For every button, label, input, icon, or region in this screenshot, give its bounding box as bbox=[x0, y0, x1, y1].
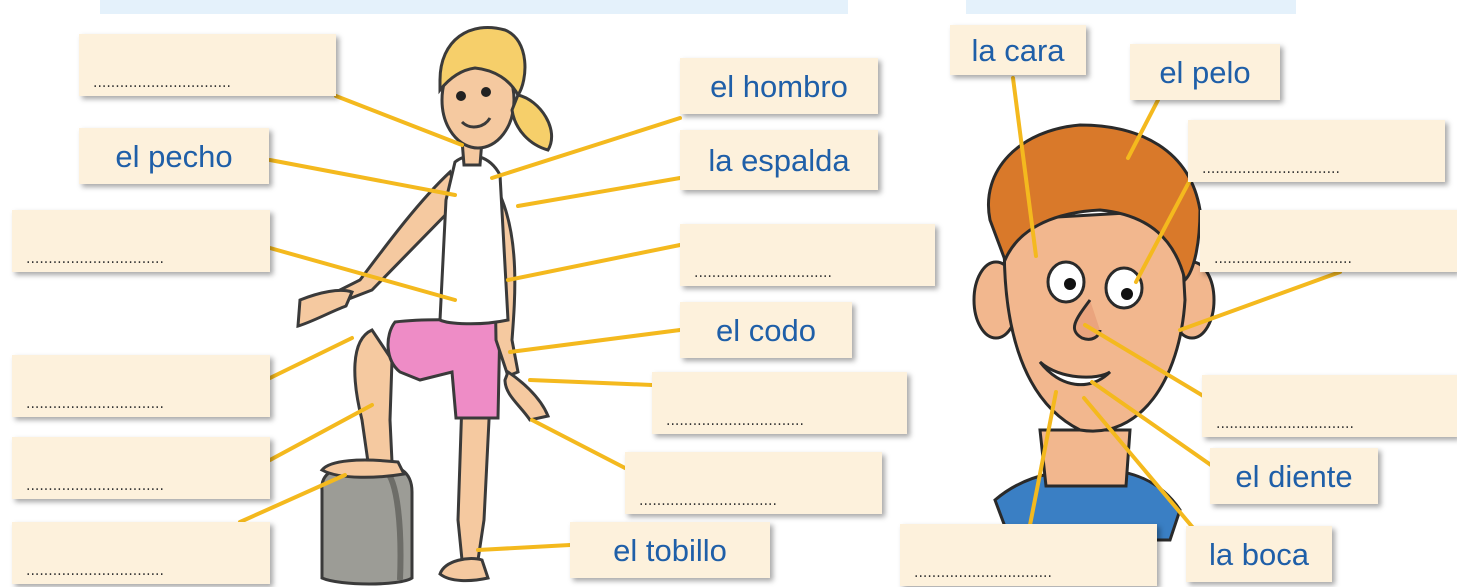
label-la-cara: la cara bbox=[950, 25, 1086, 75]
label-la-boca: la boca bbox=[1186, 526, 1332, 582]
label-text: el codo bbox=[716, 312, 816, 348]
blank-label-hand[interactable]: ............................... bbox=[625, 452, 882, 514]
blank-label-wrist[interactable]: ............................... bbox=[652, 372, 907, 434]
label-text: la espalda bbox=[708, 142, 850, 178]
label-el-tobillo: el tobillo bbox=[570, 522, 770, 578]
label-el-codo: el codo bbox=[680, 302, 852, 358]
label-el-diente: el diente bbox=[1210, 448, 1378, 504]
label-el-pecho: el pecho bbox=[79, 128, 269, 184]
dotted-line: ............................... bbox=[26, 252, 164, 266]
blank-label-ear[interactable]: ............................... bbox=[1200, 210, 1457, 272]
blank-label-back-arm[interactable]: ............................... bbox=[680, 224, 935, 286]
label-el-pelo: el pelo bbox=[1130, 44, 1280, 100]
top-banner-right bbox=[966, 0, 1296, 14]
leader-lines bbox=[238, 76, 1342, 552]
label-text: el diente bbox=[1235, 458, 1353, 494]
blank-label-foot[interactable]: ............................... bbox=[12, 522, 270, 584]
blank-label-knee[interactable]: ............................... bbox=[12, 355, 270, 417]
dotted-line: ............................... bbox=[694, 266, 832, 280]
label-text: la cara bbox=[971, 32, 1065, 68]
dotted-line: ............................... bbox=[93, 76, 231, 90]
dotted-line: ............................... bbox=[1202, 162, 1340, 176]
dotted-line: ............................... bbox=[666, 414, 804, 428]
blank-label-eye[interactable]: ............................... bbox=[1188, 120, 1445, 182]
label-la-espalda: la espalda bbox=[680, 130, 878, 190]
boy-face-illustration bbox=[972, 123, 1216, 542]
label-el-hombro: el hombro bbox=[680, 58, 878, 114]
dotted-line: ............................... bbox=[26, 397, 164, 411]
blank-label-arm[interactable]: ............................... bbox=[12, 210, 270, 272]
blank-label-chin[interactable]: ............................... bbox=[900, 524, 1157, 586]
dotted-line: ............................... bbox=[26, 564, 164, 578]
label-text: el pelo bbox=[1159, 54, 1251, 90]
blank-label-leg[interactable]: ............................... bbox=[12, 437, 270, 499]
blank-label-head[interactable]: ............................... bbox=[79, 34, 336, 96]
dotted-line: ............................... bbox=[1214, 252, 1352, 266]
label-text: el pecho bbox=[115, 138, 233, 174]
top-banner-left bbox=[100, 0, 848, 14]
label-text: el tobillo bbox=[613, 532, 727, 568]
dotted-line: ............................... bbox=[1216, 417, 1354, 431]
dotted-line: ............................... bbox=[914, 566, 1052, 580]
label-text: el hombro bbox=[710, 68, 848, 104]
dotted-line: ............................... bbox=[639, 494, 777, 508]
girl-illustration bbox=[296, 25, 554, 586]
label-text: la boca bbox=[1209, 536, 1309, 572]
dotted-line: ............................... bbox=[26, 479, 164, 493]
blank-label-nose[interactable]: ............................... bbox=[1202, 375, 1457, 437]
